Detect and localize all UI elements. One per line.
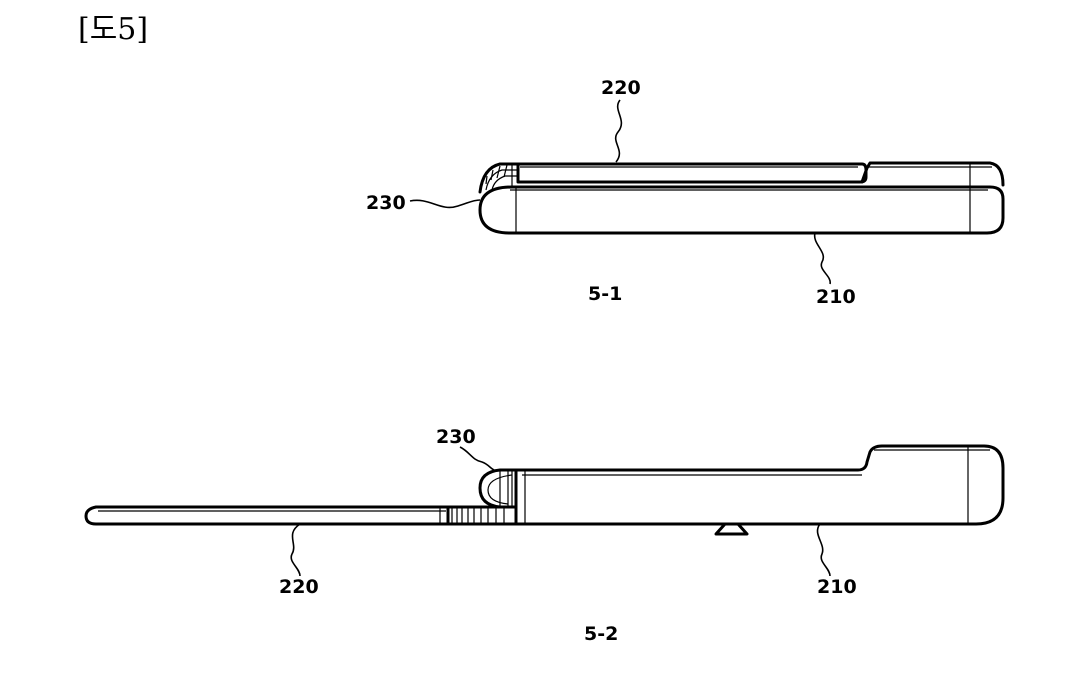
label-230: 230 [366, 192, 406, 214]
body-210-outline-open [514, 444, 1005, 526]
caption-5-1: 5-1 [588, 283, 622, 305]
body-210-outline [478, 185, 1005, 235]
view-5-1: 220 230 210 5-1 [366, 77, 1005, 308]
label-230-open: 230 [436, 426, 476, 448]
view-5-2: 230 220 210 5-2 [84, 426, 1005, 645]
label-220: 220 [601, 77, 641, 99]
label-210: 210 [816, 286, 856, 308]
caption-5-2: 5-2 [584, 623, 618, 645]
cover-220-outline-open [84, 505, 450, 526]
label-210-open: 210 [817, 576, 857, 598]
figure-title: [도5] [78, 12, 149, 47]
hinge-230-outline [478, 162, 520, 194]
hinge-230-outline-open [446, 505, 518, 526]
cover-220-outline [516, 162, 868, 184]
label-220-open: 220 [279, 576, 319, 598]
